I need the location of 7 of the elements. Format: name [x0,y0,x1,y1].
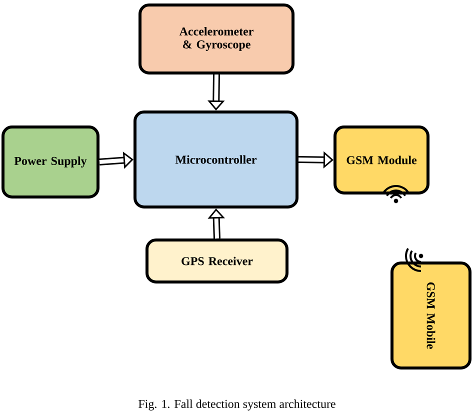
block-box: GSM Module [334,126,430,194]
block-box: Power Supply [2,126,100,198]
figure-caption: Fig. 1. Fall detection system architecture [138,400,336,410]
block-box: GPS Receiver [146,238,288,284]
block-box: GSM Mobile [390,262,472,370]
block-box: Accelerometer & Gyroscope [138,4,294,74]
block-box: Microcontroller [134,110,298,208]
